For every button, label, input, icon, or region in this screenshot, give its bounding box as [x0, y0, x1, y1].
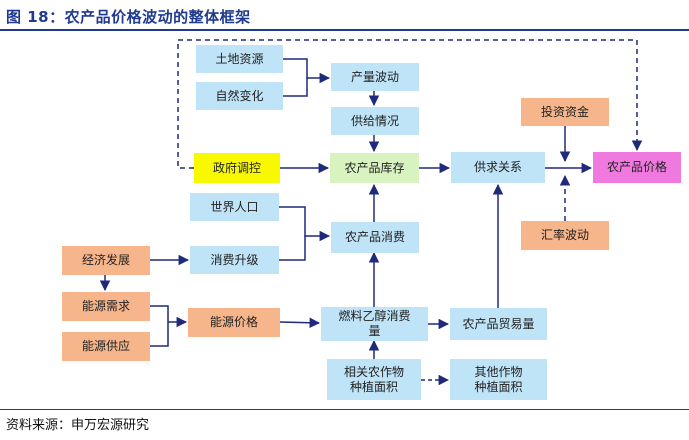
node-other-crops-area: 其他作物种植面积 [450, 359, 547, 400]
figure-source: 资料来源：申万宏源研究 [6, 418, 150, 433]
node-world-population: 世界人口 [190, 193, 279, 221]
node-output-fluctuation: 产量波动 [331, 63, 419, 91]
arrow-energysupply-price [150, 322, 169, 347]
node-fuel-ethanol: 燃料乙醇消费量 [321, 307, 428, 341]
node-energy-demand: 能源需求 [62, 292, 150, 321]
node-energy-price: 能源价格 [188, 308, 280, 337]
node-consumption-upgrade: 消费升级 [190, 246, 279, 274]
arrow-land-output [283, 58, 331, 84]
node-supply-demand: 供求关系 [451, 152, 545, 183]
arrow-population-consumption [279, 206, 331, 242]
node-natural-change: 自然变化 [196, 82, 283, 110]
arrow-energydemand-price [150, 305, 188, 328]
node-energy-supply: 能源供应 [62, 332, 150, 361]
node-supply-situation: 供给情况 [331, 107, 419, 135]
arrow-energyprice-ethanol [279, 317, 321, 329]
node-government-regulation: 政府调控 [194, 153, 280, 183]
node-exchange-rate: 汇率波动 [521, 221, 609, 250]
node-related-crops-area: 相关农作物种植面积 [327, 359, 421, 400]
node-economic-development: 经济发展 [62, 246, 150, 275]
node-investment-funds: 投资资金 [521, 98, 609, 126]
node-agri-consumption: 农产品消费 [331, 222, 419, 253]
node-agri-price: 农产品价格 [593, 152, 681, 183]
dashed-loop-gov-to-price [177, 39, 643, 169]
node-agri-trade: 农产品贸易量 [450, 308, 547, 340]
source-rule [0, 409, 689, 410]
node-agri-inventory: 农产品库存 [330, 153, 419, 183]
node-land-resources: 土地资源 [196, 45, 283, 73]
title-rule [0, 29, 689, 31]
figure-title: 图 18：农产品价格波动的整体框架 [6, 8, 251, 26]
arrow-nature-output [283, 78, 308, 97]
arrow-upgrade-consumption [279, 236, 306, 261]
